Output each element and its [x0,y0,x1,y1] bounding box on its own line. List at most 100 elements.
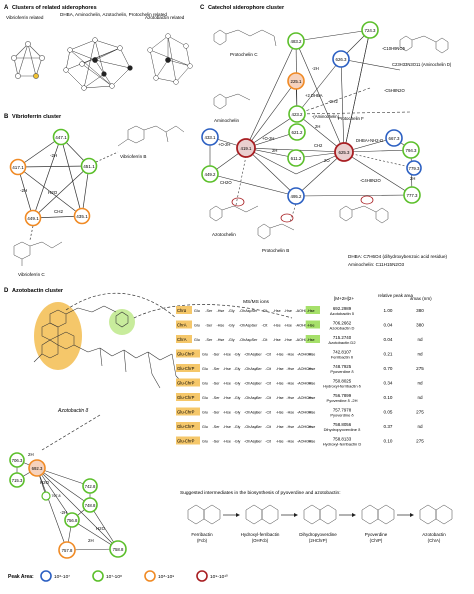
edge-label: -2H [20,188,27,193]
residue-label: -Gly [234,425,241,429]
residue-label: -Hse [223,440,231,444]
residue-label: -Hse [307,338,315,342]
edge-label: 2H [28,452,34,457]
legend-label: 10⁹-10¹⁰ [210,574,228,580]
node-777-3: 777.3 [407,193,419,198]
pathway-abbr: (OHFcb) [252,538,269,543]
residue-label: -Hse [273,324,281,328]
residue-label: -Cit [262,324,268,328]
edge-label: -2H [312,66,319,71]
node-779-3: 779.3 [409,166,421,171]
pathway-step: Pyoverdine(ChrP) [361,504,414,543]
legend-item: 10⁹-10¹⁰ [196,570,228,582]
residue-label: -Hse [276,353,284,357]
node-225-1: 225.1 [291,79,303,84]
edge-label: H2O [40,480,50,485]
edge-label: CH2O [220,180,232,185]
biosynthesis-pathway: Ferribactin(Fcb)Hydroxyl-ferribactin(OHF… [187,504,453,543]
azotochelin-label: Azotochelin [212,232,236,237]
residue-label: -Hse [217,324,225,328]
dhba-note: DHBA: C7H6O4 (dihydroxybenzoic acid resi… [348,254,448,259]
residue-label: -Hse [286,440,294,444]
mz-value: 756.7899 [333,393,352,398]
residue-label: -Hse [284,338,292,342]
panel-a-network-2 [63,37,133,91]
relative-area: 0.10 [384,395,393,400]
arrow-head [294,513,298,517]
residue-label: -Hse [223,425,231,429]
panel-b-nodes: 447.1 451.1 417.1 449.1 435.1 [9,128,98,227]
residue-label: -Ser [255,353,263,357]
pathway-name: Pyoverdine [365,532,388,537]
lambda-max: nd [417,424,423,429]
residue-label: -Hse [276,367,284,371]
residue-label: -Gly [234,353,241,357]
col-header-lambda: λmax (nm) [410,296,432,301]
panel-d-edge-labels: 2H H2O -2H H2O 2H [28,452,106,543]
chromophore-cell [176,364,200,372]
aminochelin-structure [213,93,251,110]
pathway-name: Ferribactin [191,532,213,537]
lambda-max: 380 [416,323,424,328]
legend-label: 10⁷-10⁸ [106,574,122,580]
relative-area: 0.37 [384,424,393,429]
edge-label: -CH2 [328,99,338,104]
node-451-1: 451.1 [83,164,95,169]
residue-label: -AOHOrn [297,396,312,400]
residue-label: -Ser [255,367,263,371]
node-767-8: 767.8 [52,494,61,498]
relative-area: 1.00 [384,308,393,313]
residue-label: -AOHOrn [297,382,312,386]
edge-label: -C5H8N2O [384,88,405,93]
residue-label: -Hse [276,411,284,415]
residue-label: -Hse [286,353,294,357]
residue-label: -Ser [213,396,221,400]
node-748-8: 748.8 [85,503,96,508]
node-692-3: 692.3 [32,466,43,471]
panel-d: D Azotobactin cluster Azotobactin δ [4,288,453,559]
panel-c-title: Catechol siderophore cluster [208,5,285,11]
residue-label: -Gly [234,367,241,371]
relative-area: 0.04 [384,323,393,328]
chromophore-cell [176,306,192,314]
edge-label: -2H [50,153,57,158]
residue-label: -OhAsp [244,367,257,371]
lambda-max: nd [417,337,423,342]
panel-b-title: Vibrioferrin cluster [12,114,62,120]
relative-area: 0.05 [384,410,393,415]
residue-label: -Ser [213,440,221,444]
panel-a-label-3: Azotobactin related [145,15,185,20]
relative-area: 0.34 [384,381,393,386]
residue-label: -Hse [307,324,315,328]
residue-label: -OhAsp [244,411,257,415]
node-495-2: 495.2 [291,194,303,199]
chromophore-cell [176,407,200,416]
residue-label: -Hse [286,367,294,371]
legend-item: 10⁶-10⁷ [40,570,70,582]
pathway-name: Azotobactin [422,532,446,537]
relative-area: 0.21 [384,352,393,357]
residue-label: -Gly [234,382,241,386]
node-667-3: 667.3 [389,136,401,141]
aminochelin-label: Aminochelin [214,118,239,123]
mz-value: 758.8133 [333,437,352,442]
compound-name: Pyoverdine δ -2H [327,398,358,403]
msms-header: MS/MS ions [243,299,269,305]
compound-name: Azotobactin D [330,326,355,331]
residue-label: -Hse [223,411,231,415]
residue-label: Glu [202,425,208,429]
aminochelin-d-label: C23H33N3O11 (Aminochelin D) [392,62,452,67]
residue-label: -Hse [223,367,231,371]
pathway-abbr: (ChrP) [370,538,383,543]
chromophore-cell [176,422,200,430]
legend-item: 10⁷-10⁸ [92,570,122,582]
compound-name: Dihydropyoverdine δ [324,427,361,432]
residue-label: -Hse [276,425,284,429]
legend-label: 10⁸-10⁹ [158,574,174,580]
lambda-max: nd [417,395,423,400]
edge-label: H2O [48,190,58,195]
